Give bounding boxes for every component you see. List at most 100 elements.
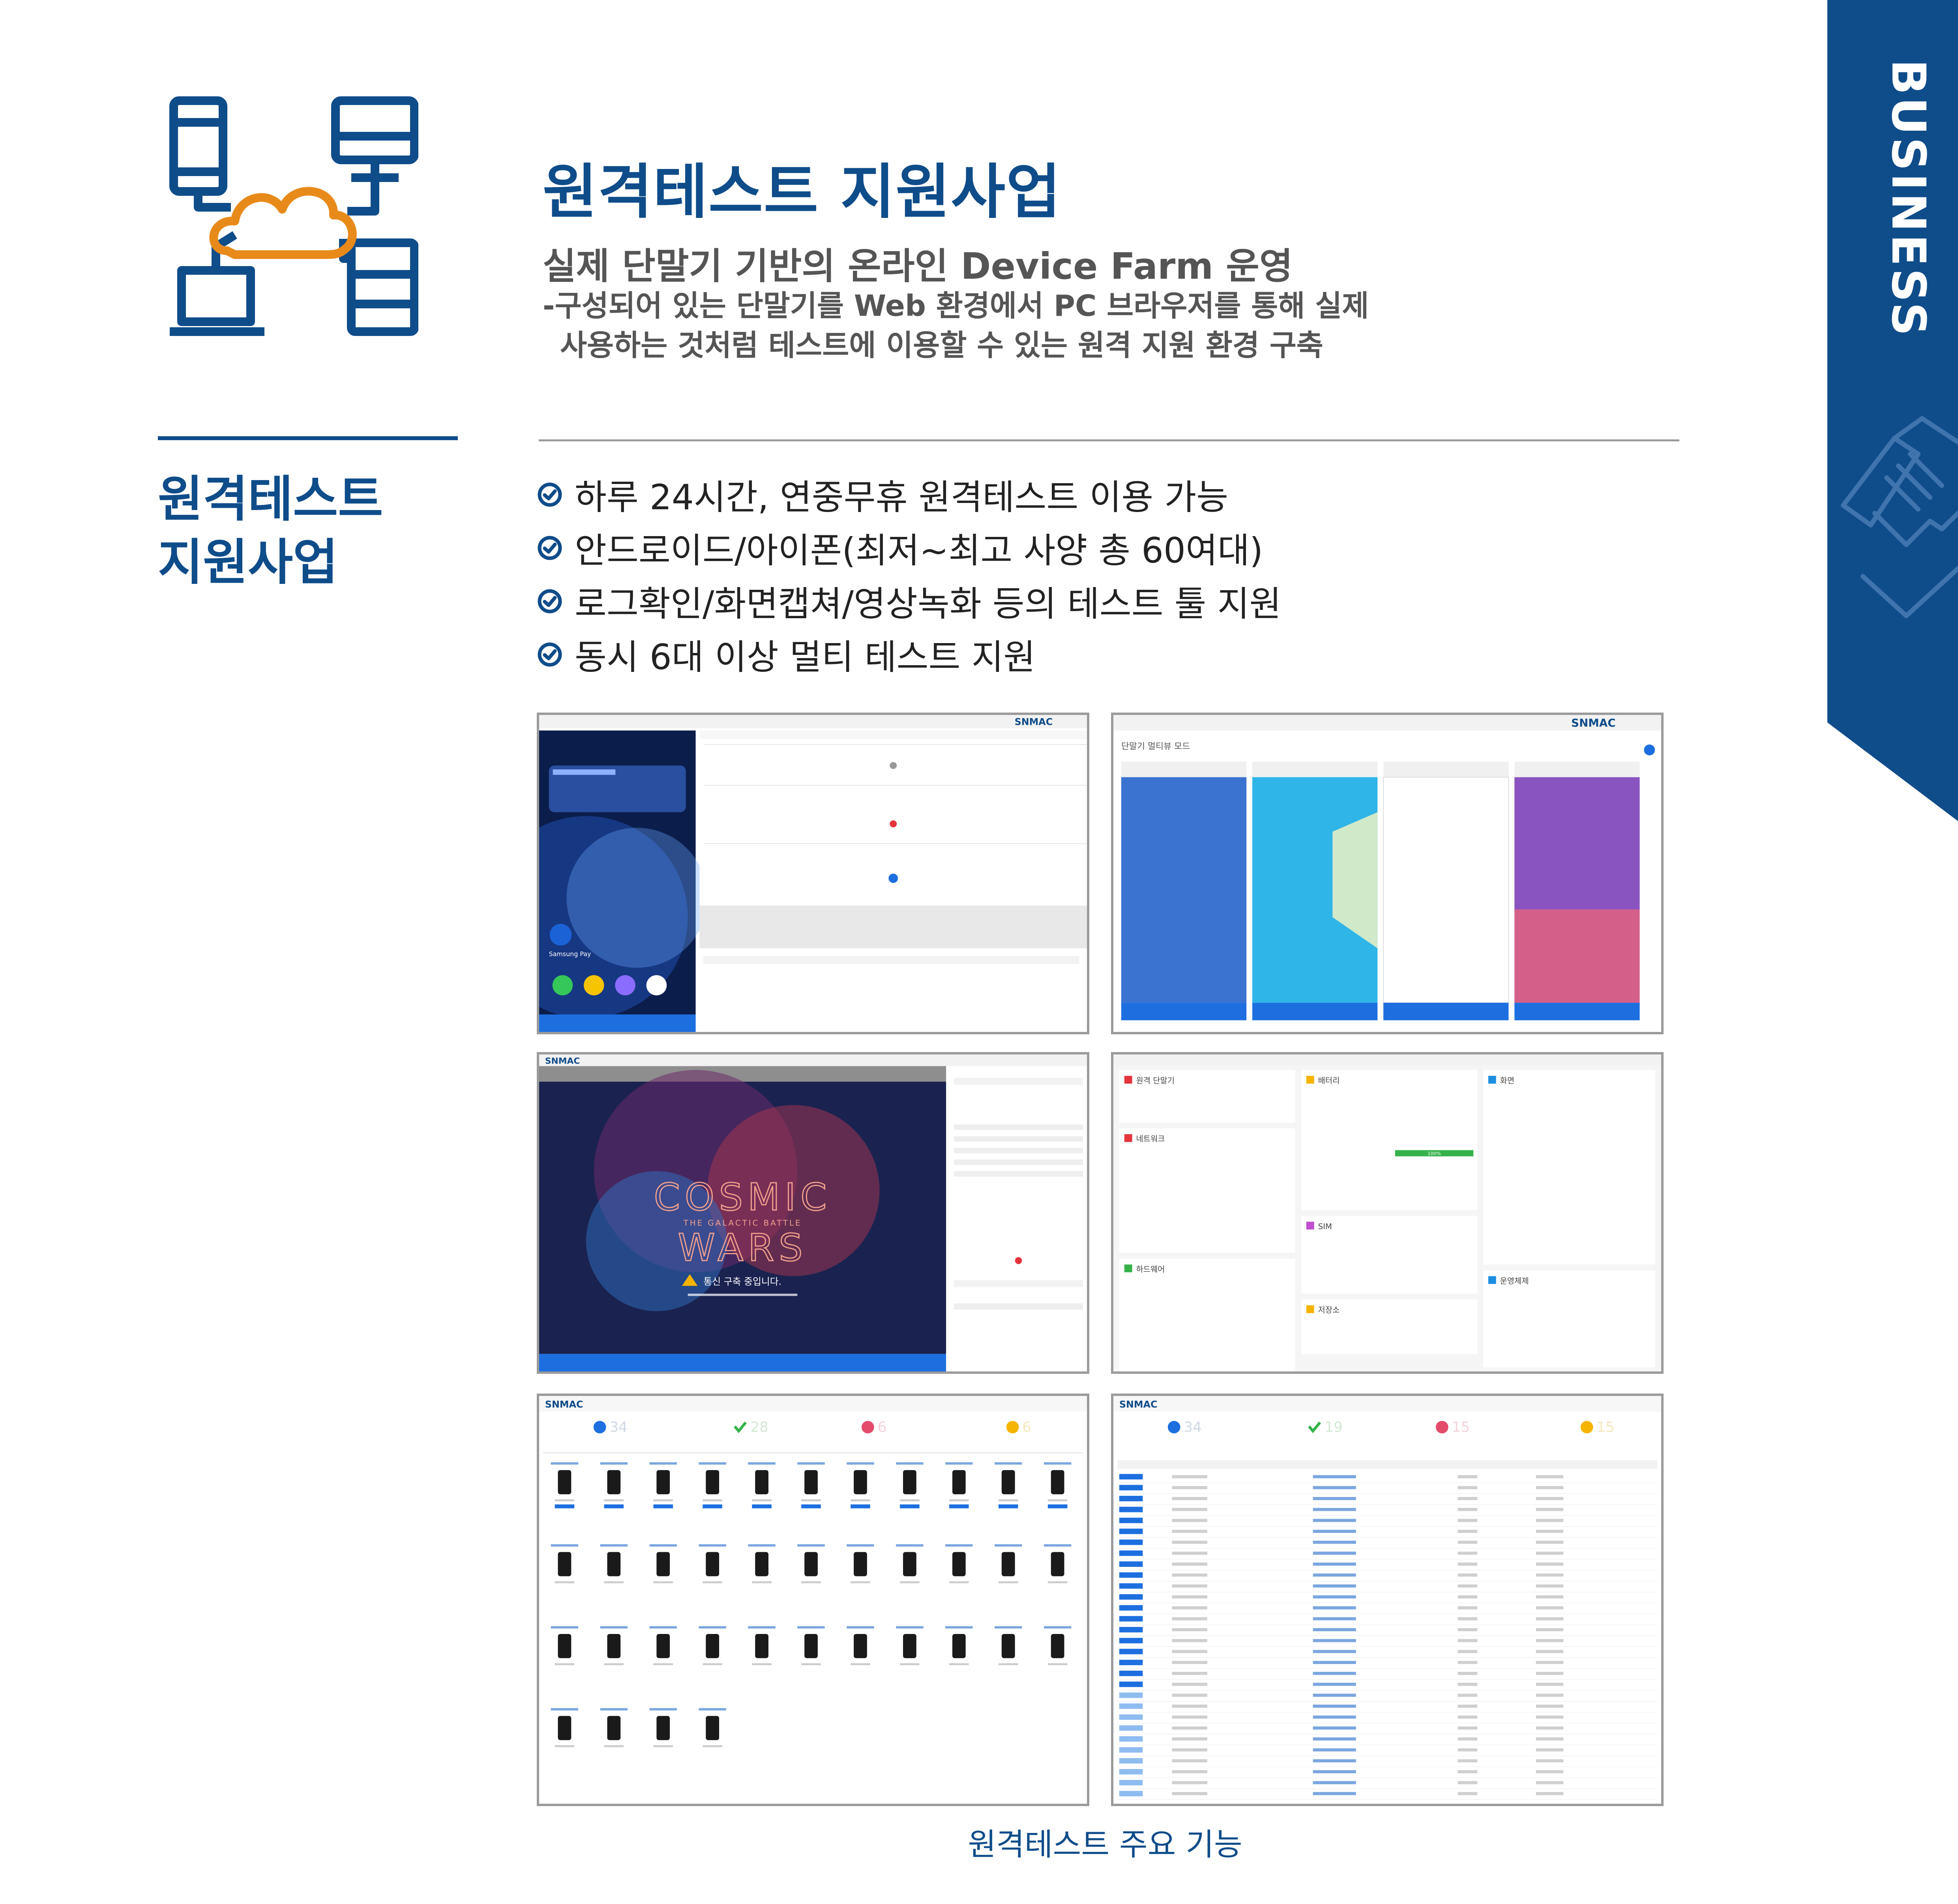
feature-item: 동시 6대 이상 멀티 테스트 지원 [537,628,1281,681]
device-tile [551,1462,579,1508]
page-description: -구성되어 있는 단말기를 Web 환경에서 PC 브라우저를 통해 실제 사용… [543,286,1369,365]
device-tile [699,1626,726,1666]
screenshot-game-test: SNMAC COSMIC THE GALACTIC BATTLE WARS 통신… [537,1052,1089,1374]
feature-text: 하루 24시간, 연중무휴 원격테스트 이용 가능 [575,477,1229,518]
check-circle-icon [538,589,562,613]
game-title-2: WARS [678,1226,807,1270]
table-row [1117,1791,1658,1800]
panel-hardware: 하드웨어 [1136,1265,1165,1274]
page-title: 원격테스트 지원사업 [543,158,1062,227]
table-row [1117,1605,1658,1614]
device-tile [649,1462,677,1508]
panel-sim: SIM [1318,1222,1332,1231]
table-row [1117,1529,1658,1538]
desc-line-1: -구성되어 있는 단말기를 Web 환경에서 PC 브라우저를 통해 실제 [543,289,1369,323]
panel-os: 운영체제 [1500,1276,1529,1285]
panel-network: 네트워크 [1136,1135,1165,1144]
device-tile [797,1626,825,1666]
feature-text: 동시 6대 이상 멀티 테스트 지원 [575,637,1036,677]
feature-item: 로그확인/화면캡쳐/영상녹화 등의 테스트 툴 지원 [537,574,1281,628]
table-row [1117,1714,1658,1724]
table-row [1117,1474,1658,1483]
connection-notice: 통신 구축 중입니다. [703,1276,781,1287]
device-tile [945,1626,973,1666]
device-tile [995,1462,1022,1508]
device-tile [748,1462,776,1508]
table-row [1117,1703,1658,1713]
device-tile [1044,1626,1072,1666]
device-tile [1044,1544,1072,1583]
device-tile [699,1708,726,1747]
device-tile [649,1626,677,1666]
network-cloud-icon [166,93,419,345]
device-tile-grid [551,1462,1072,1747]
section-title-line-1: 원격테스트 [158,471,383,528]
section-title-line-2: 지원사업 [158,534,338,591]
snmac-logo: SNMAC [1571,717,1616,730]
reserved-count: 6 [1022,1419,1031,1435]
device-tile [600,1626,628,1666]
device-tile [699,1544,726,1583]
device-tile [847,1462,874,1508]
reserved-count: 15 [1596,1419,1614,1435]
feature-item: 안드로이드/아이폰(최저~최고 사양 총 60여대) [537,521,1281,574]
panel-display: 화면 [1500,1076,1514,1085]
in-use-count: 15 [1452,1419,1470,1435]
panel-battery: 배터리 [1318,1076,1340,1085]
device-tile [797,1544,825,1583]
table-row [1117,1572,1658,1581]
table-row [1117,1736,1658,1745]
section-title: 원격테스트 지원사업 [158,468,383,594]
screenshot-device-control: SNMAC Samsung Pay [537,713,1089,1034]
device-tile [551,1544,579,1583]
device-tile [797,1462,825,1508]
screenshot-device-list: SNMAC 34 19 15 15 [1111,1394,1664,1806]
table-row [1117,1681,1658,1691]
table-row [1117,1539,1658,1549]
table-row [1117,1725,1658,1735]
table-row [1117,1649,1658,1658]
device-tile [748,1626,776,1666]
game-title: COSMIC [654,1176,832,1219]
table-row [1117,1616,1658,1625]
table-row [1117,1692,1658,1702]
handshake-icon [1841,416,1958,618]
device-tile [551,1626,579,1666]
device-tile [649,1708,677,1747]
available-count: 19 [1325,1419,1342,1435]
table-row [1117,1485,1658,1494]
device-tile [600,1708,628,1747]
screenshot-device-info: 원격 단말기 네트워크 하드웨어 배터리 100% SIM 저장소 화면 운영체… [1111,1052,1664,1374]
table-row [1117,1496,1658,1505]
table-row [1117,1550,1658,1560]
device-tile [551,1708,579,1747]
total-count: 34 [1184,1419,1201,1435]
screenshots-caption: 원격테스트 주요 기능 [968,1827,1242,1863]
snmac-logo: SNMAC [1015,717,1053,728]
table-row [1117,1670,1658,1680]
business-ribbon [1827,0,1958,821]
table-row [1117,1769,1658,1778]
total-count: 34 [609,1419,627,1435]
device-tile [896,1462,924,1508]
device-table-rows [1117,1474,1658,1800]
device-tile [995,1626,1022,1666]
table-row [1117,1747,1658,1756]
table-row [1117,1506,1658,1516]
device-tile [1044,1462,1072,1508]
check-circle-icon [538,536,562,560]
screenshot-multi-view: SNMAC 단말기 멀티뷰 모드 [1111,713,1664,1034]
device-tile [600,1462,628,1508]
device-tile [847,1544,874,1583]
feature-item: 하루 24시간, 연중무휴 원격테스트 이용 가능 [537,468,1281,521]
panel-storage: 저장소 [1318,1306,1340,1315]
section-divider-left [158,436,458,440]
feature-text: 안드로이드/아이폰(최저~최고 사양 총 60여대) [575,530,1263,571]
snmac-logo: SNMAC [1119,1399,1158,1410]
table-row [1117,1594,1658,1603]
battery-level: 100% [1428,1151,1441,1156]
device-tile [896,1626,924,1666]
section-divider-right [539,439,1679,441]
table-row [1117,1518,1658,1527]
device-tile [896,1544,924,1583]
